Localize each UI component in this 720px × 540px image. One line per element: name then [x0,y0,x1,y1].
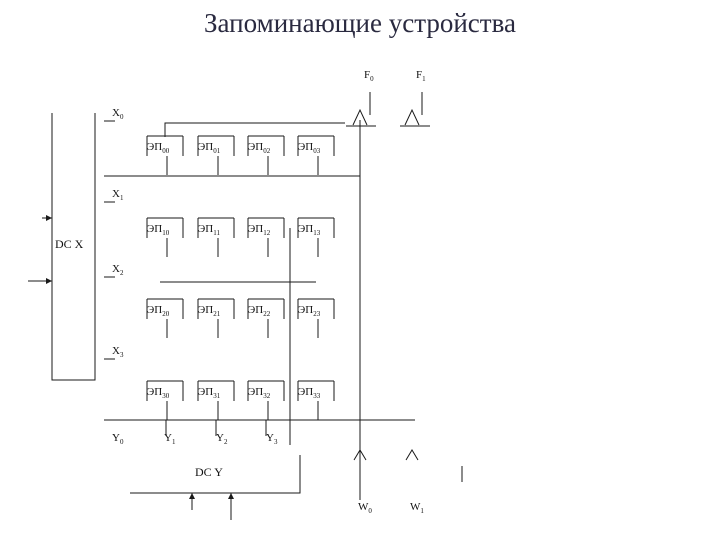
cell-30: ЭП30 [147,386,170,400]
read-amp-symbol-f1 [404,108,420,126]
dc-x-label: DC X [55,237,84,251]
dc-x-box [51,113,96,381]
read-amp-label-f0: F0 [364,69,374,83]
cell-31: ЭП31 [198,386,221,400]
cell-03: ЭП03 [298,141,321,155]
cell-23: ЭП23 [298,304,321,318]
write-amp-label-w1: W1 [410,501,424,515]
row-label-x0: X0 [112,107,124,121]
read-amp-symbol-f0 [352,108,368,126]
col-label-y0: Y0 [112,432,124,446]
wiring [28,92,463,520]
write-amp-symbol-w1 [405,449,419,461]
cell-22: ЭП22 [248,304,271,318]
row-label-x3: X3 [112,345,124,359]
cell-12: ЭП12 [248,223,271,237]
dc-x-input-1-arrow [46,215,52,221]
cell-21: ЭП21 [198,304,221,318]
row-label-x1: X1 [112,188,124,202]
cell-20: ЭП20 [147,304,170,318]
dc-y-input-1-arrow [189,493,195,499]
cell-00: ЭП00 [147,141,170,155]
write-amp-label-w0: W0 [358,501,372,515]
dc-x-input-2-arrow [46,278,52,284]
row0-input-bracket [164,122,345,137]
read-amp-label-f1: F1 [416,69,426,83]
col-label-y2: Y2 [216,432,228,446]
cell-10: ЭП10 [147,223,170,237]
cell-33: ЭП33 [298,386,321,400]
cell-11: ЭП11 [198,223,220,237]
dc-y-input-2-arrow [228,493,234,499]
row-label-x2: X2 [112,263,124,277]
cell-01: ЭП01 [198,141,221,155]
cell-32: ЭП32 [248,386,271,400]
dc-y-label: DC Y [195,465,223,479]
write-amp-symbol-w0 [353,449,367,461]
dc-y-box [130,455,301,494]
col-label-y1: Y1 [164,432,176,446]
cell-02: ЭП02 [248,141,271,155]
col-label-y3: Y3 [266,432,278,446]
slide-title: Запоминающие устройства [204,8,516,38]
cell-13: ЭП13 [298,223,321,237]
